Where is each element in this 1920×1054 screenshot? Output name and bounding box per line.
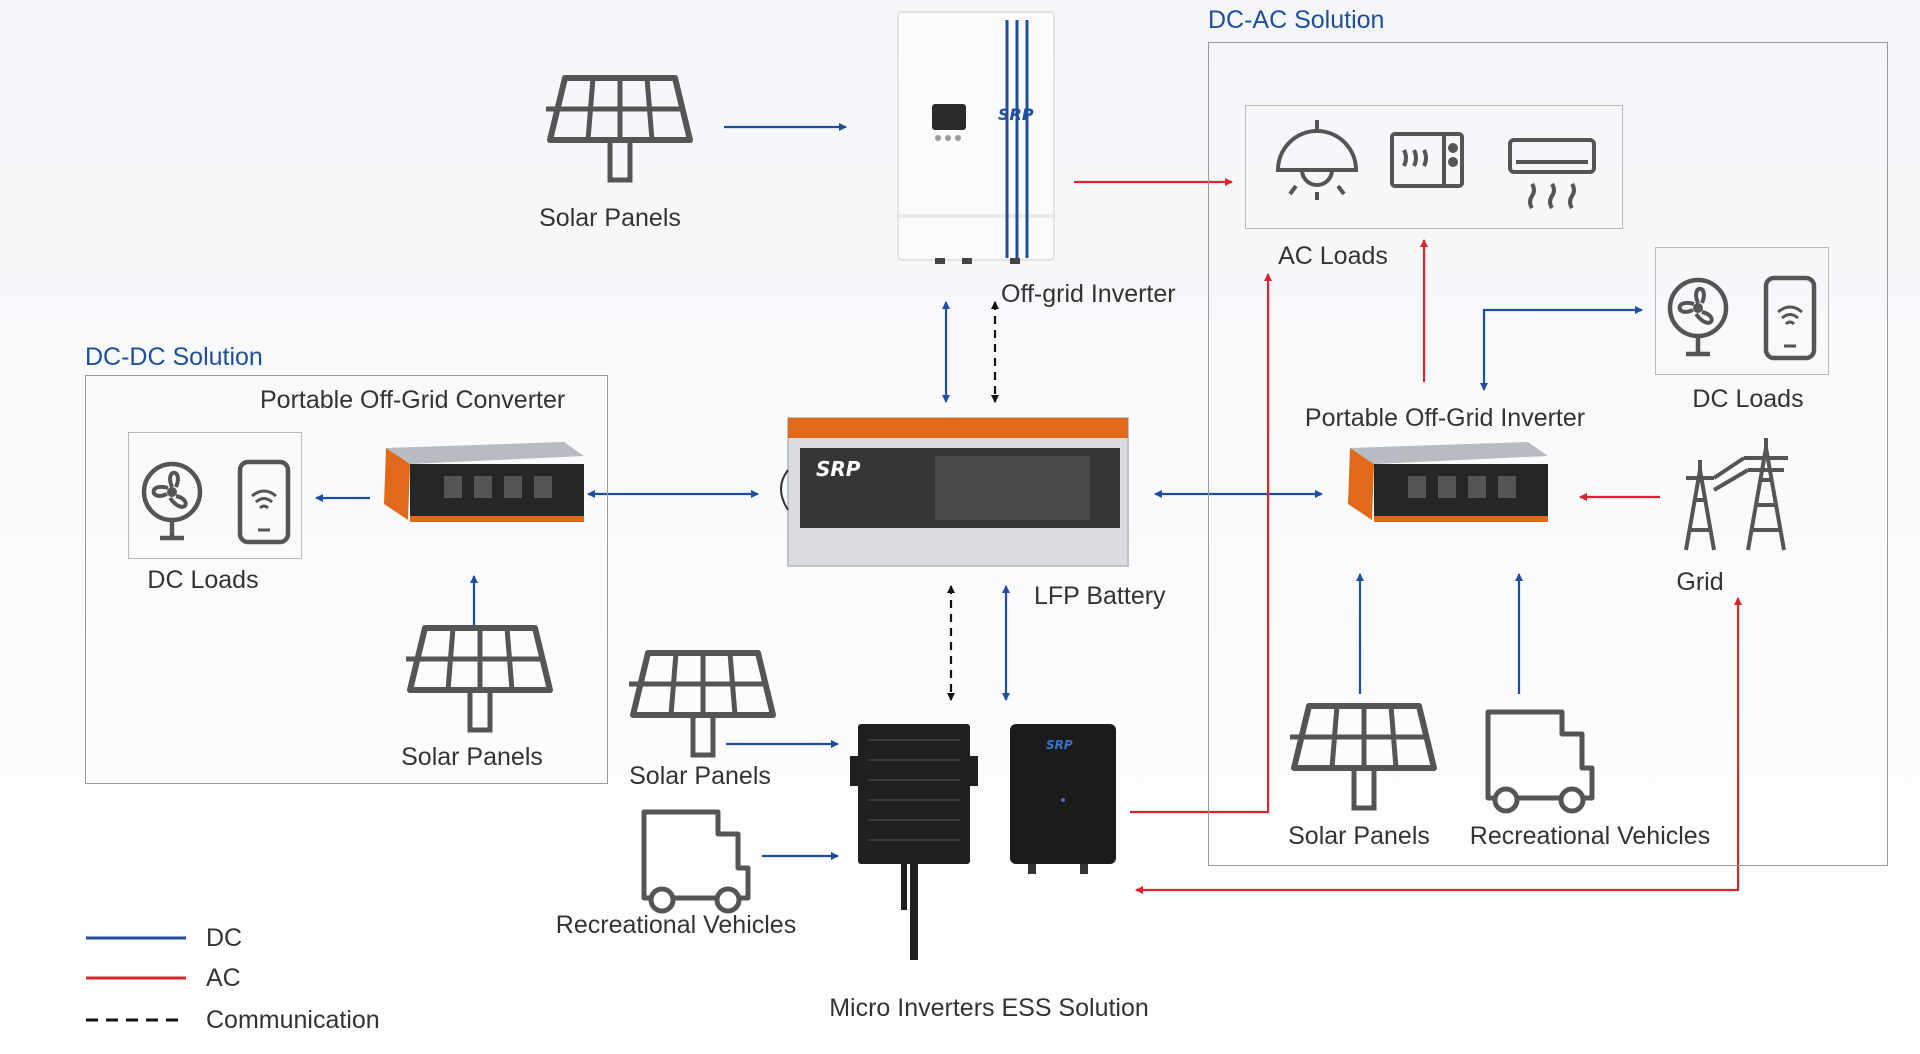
srp-logo-battery: SRP [816, 457, 861, 481]
lfp-battery-label: LFP Battery [1034, 582, 1166, 610]
microwave-icon [1390, 132, 1464, 188]
portable-offgrid-converter-device [384, 442, 584, 522]
solar-panel-icon [406, 628, 550, 730]
dc-loads-right-box [1655, 247, 1829, 375]
grid-label: Grid [1676, 568, 1724, 596]
power-tower-icon [1684, 438, 1788, 551]
fan-icon [1670, 280, 1726, 354]
micro-inverter-device [850, 724, 978, 960]
ac-loads-box [1245, 105, 1623, 229]
solar-panel-icon [629, 653, 773, 755]
ac-loads-label: AC Loads [1278, 242, 1388, 270]
air-conditioner-icon [1508, 138, 1596, 210]
dc-dc-solution-box [85, 375, 608, 784]
rv-icon [644, 812, 748, 911]
dc-ac-solution-title: DC-AC Solution [1208, 6, 1385, 34]
dc-arrow-inverter-to-dcloads [1480, 306, 1643, 391]
dc-ac-solution-box [1208, 42, 1888, 866]
dc-loads-left-box [128, 432, 302, 559]
legend-ac-label: AC [206, 964, 241, 992]
portable-offgrid-converter-label: Portable Off-Grid Converter [260, 386, 566, 414]
portable-offgrid-inverter-device [1348, 442, 1548, 522]
phone-icon [1766, 278, 1814, 358]
srp-logo-inverter: SRP [998, 105, 1034, 124]
lamp-icon [1275, 120, 1359, 200]
lfp-battery-device: SRP [780, 417, 1129, 567]
srp-logo-ess: SRP [1046, 738, 1073, 752]
rv-right-label: Recreational Vehicles [1469, 822, 1711, 850]
legend-dc-label: DC [206, 924, 243, 952]
legend-communication-label: Communication [206, 1006, 380, 1034]
solar-panels-top-label: Solar Panels [539, 204, 681, 232]
solar-panel-icon [546, 78, 690, 180]
ac-arrow-grid-micro [1135, 597, 1742, 894]
ess-battery-device: SRP [1010, 724, 1116, 874]
offgrid-inverter-device: SRP [897, 11, 1055, 264]
micro-inverters-label: Micro Inverters ESS Solution [829, 994, 1149, 1022]
solar-panels-left-label: Solar Panels [401, 743, 543, 771]
solar-panel-icon [1290, 706, 1434, 808]
dc-loads-left-label: DC Loads [147, 566, 259, 594]
dc-dc-solution-title: DC-DC Solution [85, 343, 263, 371]
rv-mid-label: Recreational Vehicles [555, 911, 797, 939]
portable-offgrid-inverter-label: Portable Off-Grid Inverter [1304, 404, 1586, 432]
solar-panels-right-label: Solar Panels [1288, 822, 1430, 850]
fan-icon [144, 464, 200, 538]
offgrid-inverter-label: Off-grid Inverter [1001, 280, 1176, 308]
dc-loads-right-label: DC Loads [1692, 385, 1804, 413]
solar-panels-mid-label: Solar Panels [629, 762, 771, 790]
phone-icon [240, 462, 288, 542]
rv-icon [1488, 712, 1592, 811]
